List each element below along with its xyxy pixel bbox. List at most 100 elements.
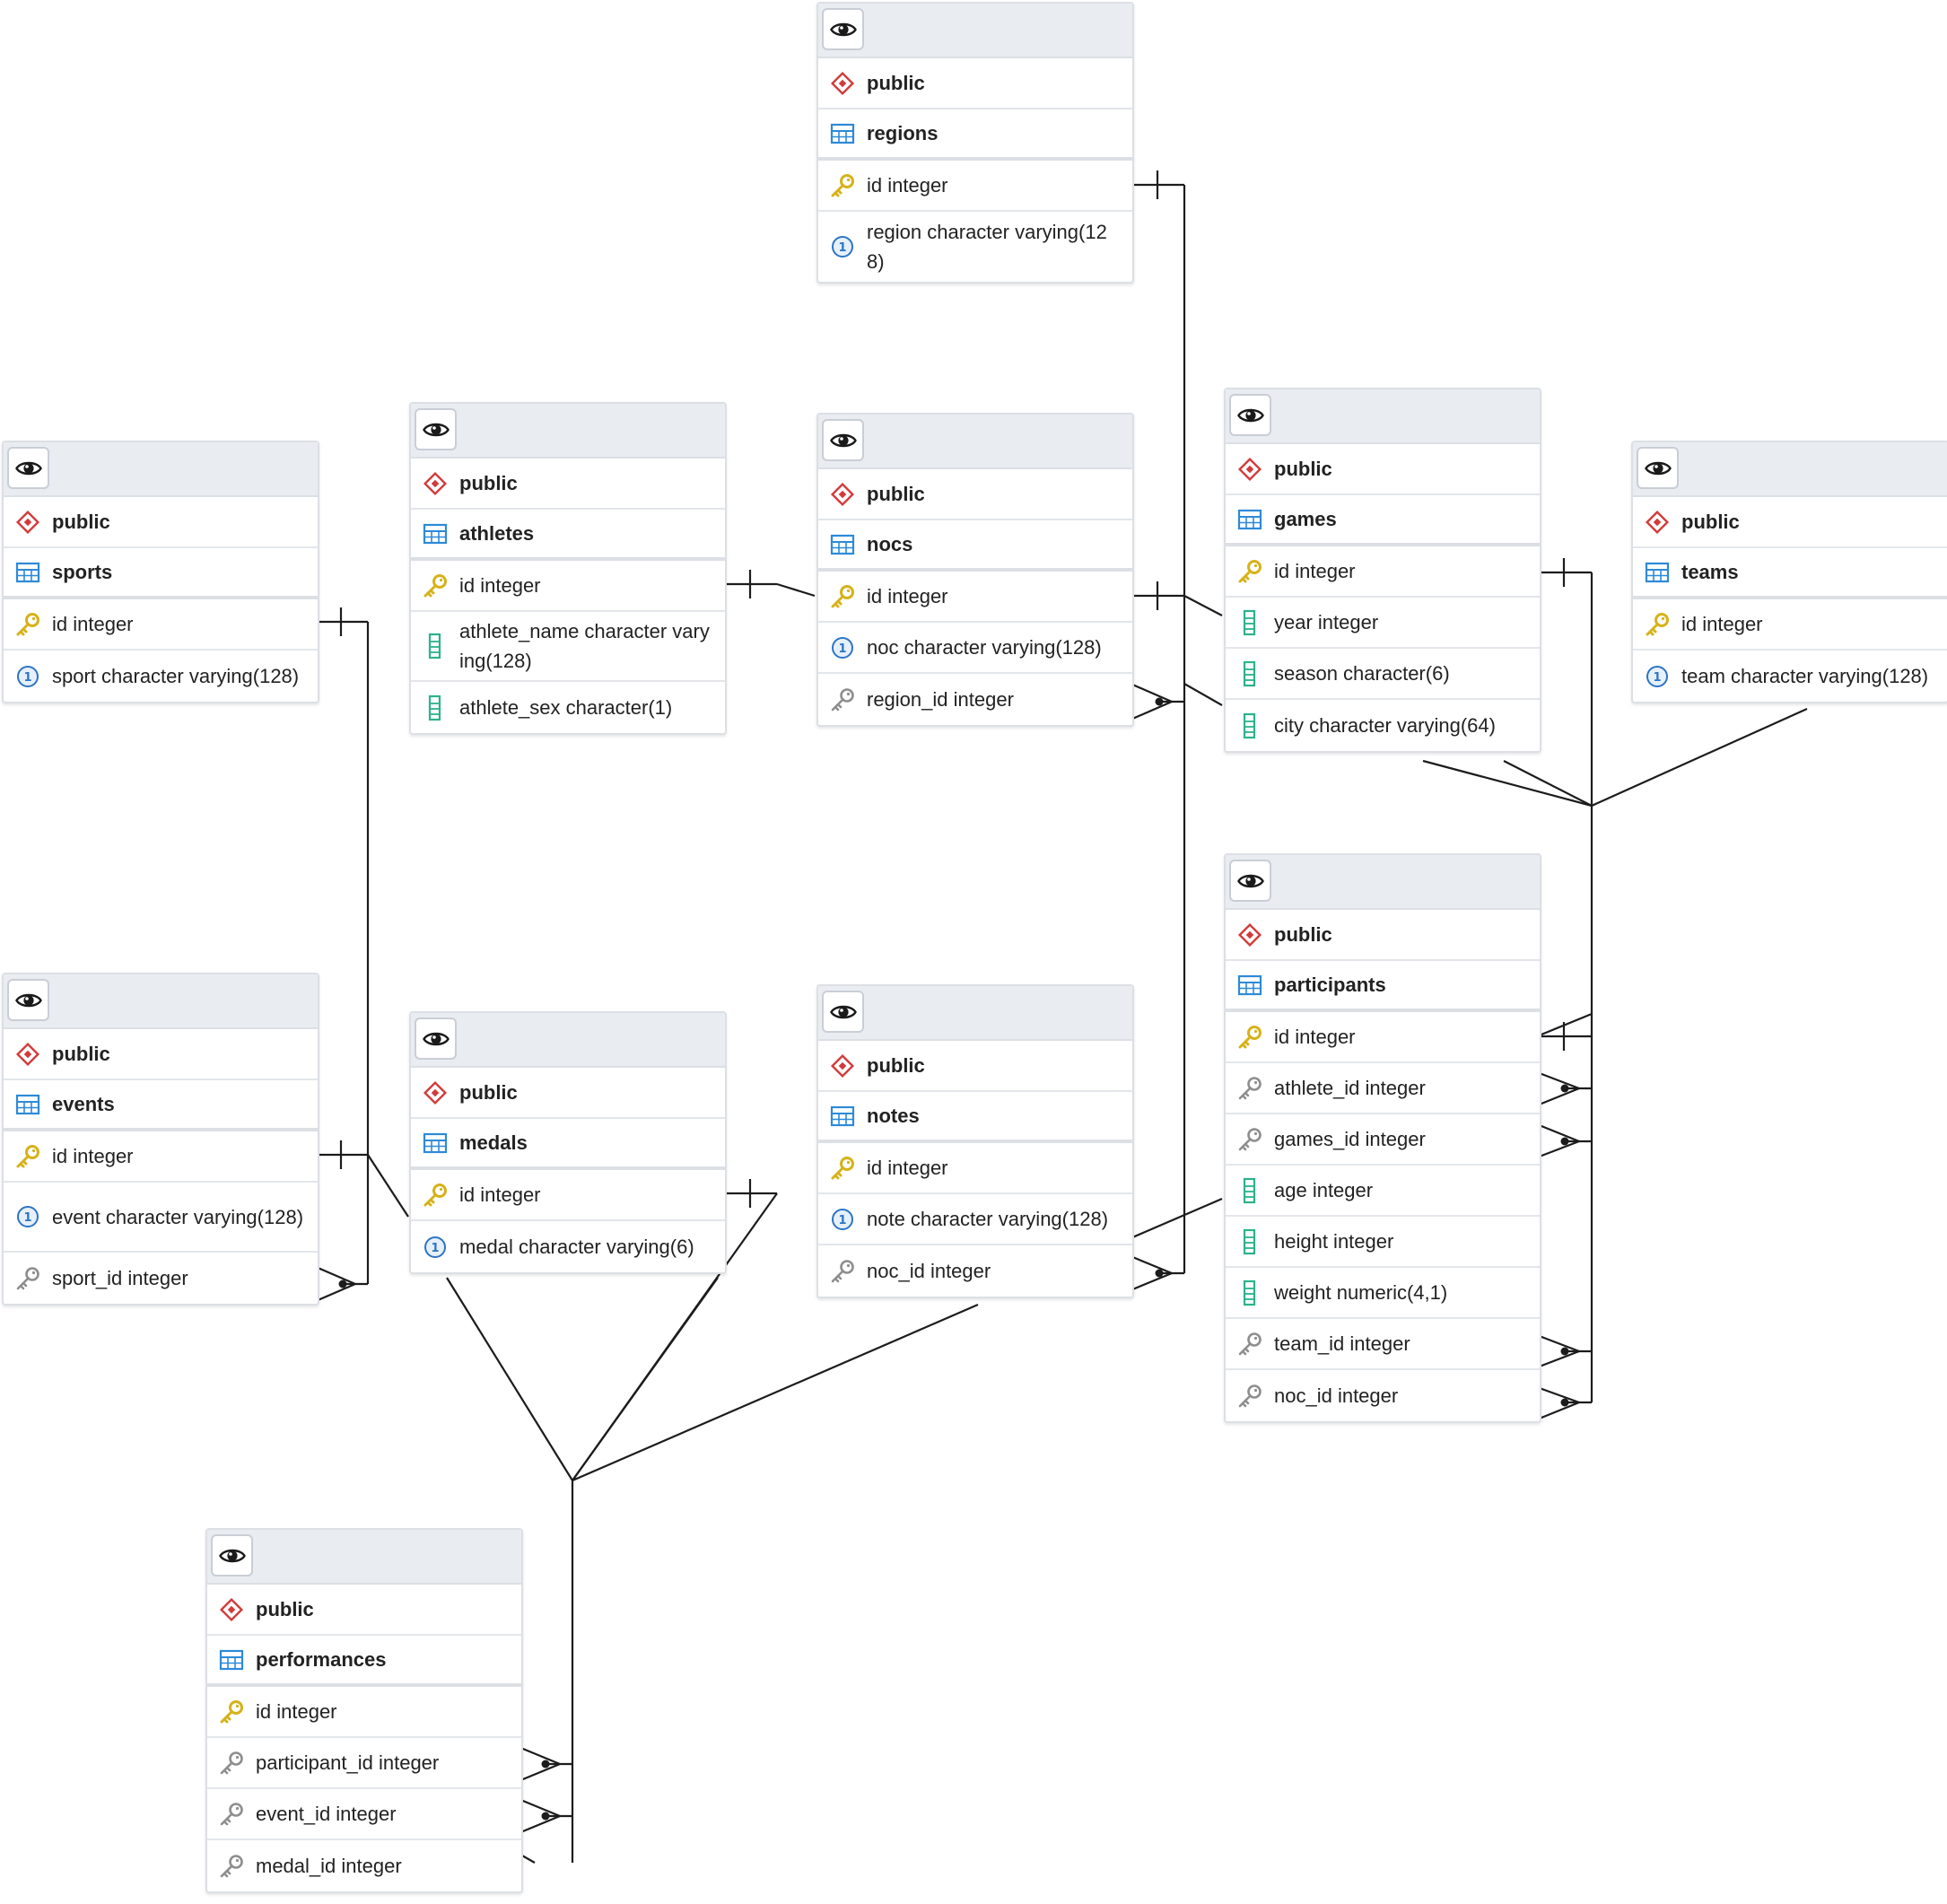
eye-icon bbox=[829, 1002, 857, 1022]
svg-text:1: 1 bbox=[838, 241, 846, 255]
primary-key-icon bbox=[829, 583, 856, 610]
column-row: sport_id integer bbox=[4, 1253, 318, 1304]
schema-name: public bbox=[459, 471, 518, 494]
primary-key-icon bbox=[14, 1143, 41, 1170]
column-label: year integer bbox=[1274, 610, 1379, 633]
eye-icon bbox=[14, 459, 42, 478]
table-name: medals bbox=[459, 1131, 528, 1154]
table-name-row: regions bbox=[818, 109, 1132, 161]
table-header bbox=[411, 1013, 725, 1068]
column-row: height integer bbox=[1226, 1217, 1540, 1268]
schema-row: public bbox=[207, 1585, 521, 1636]
column-label: team character varying(128) bbox=[1681, 664, 1929, 687]
schema-icon bbox=[829, 70, 856, 97]
table-node-teams[interactable]: public teams id integer 1 team character var… bbox=[1631, 441, 1947, 703]
view-data-button[interactable] bbox=[822, 8, 864, 50]
column-label: noc_id integer bbox=[867, 1259, 991, 1282]
svg-text:1: 1 bbox=[838, 642, 846, 656]
view-data-button[interactable] bbox=[7, 979, 49, 1021]
view-data-button[interactable] bbox=[415, 408, 457, 450]
table-header bbox=[207, 1530, 521, 1585]
table-name: teams bbox=[1681, 560, 1739, 583]
column-row: id integer bbox=[818, 1143, 1132, 1194]
view-data-button[interactable] bbox=[1637, 447, 1679, 489]
edge-participants-noc bbox=[1130, 595, 1223, 1240]
schema-name: public bbox=[256, 1597, 314, 1620]
schema-name: public bbox=[1274, 922, 1332, 946]
primary-key-icon bbox=[829, 1155, 856, 1182]
table-header bbox=[1226, 855, 1540, 910]
table-name-row: participants bbox=[1226, 961, 1540, 1012]
table-name-row: athletes bbox=[411, 510, 725, 561]
schema-row: public bbox=[1226, 444, 1540, 495]
view-data-button[interactable] bbox=[1229, 394, 1271, 436]
column-icon bbox=[1236, 1177, 1263, 1204]
table-name: participants bbox=[1274, 973, 1386, 996]
table-header bbox=[818, 415, 1132, 469]
table-icon bbox=[218, 1646, 245, 1673]
column-label: region character varying(128) bbox=[867, 221, 1107, 273]
view-data-button[interactable] bbox=[822, 991, 864, 1033]
column-row: city character varying(64) bbox=[1226, 700, 1540, 751]
view-data-button[interactable] bbox=[822, 419, 864, 461]
column-label: games_id integer bbox=[1274, 1127, 1426, 1150]
column-icon bbox=[1236, 1228, 1263, 1255]
table-name: athletes bbox=[459, 521, 535, 545]
unique-constraint-icon: 1 bbox=[829, 1206, 856, 1233]
edge-participants-fanin bbox=[1422, 558, 1808, 1421]
column-label: age integer bbox=[1274, 1178, 1374, 1201]
schema-row: public bbox=[1226, 910, 1540, 961]
table-icon bbox=[829, 120, 856, 147]
column-label: id integer bbox=[1274, 559, 1356, 582]
column-icon bbox=[1236, 1280, 1263, 1306]
eye-icon bbox=[829, 20, 857, 39]
view-data-button[interactable] bbox=[7, 447, 49, 489]
column-row: id integer bbox=[4, 1131, 318, 1183]
table-name-row: sports bbox=[4, 548, 318, 599]
schema-row: public bbox=[411, 1068, 725, 1119]
view-data-button[interactable] bbox=[211, 1534, 253, 1576]
foreign-key-icon bbox=[829, 1258, 856, 1285]
unique-constraint-icon: 1 bbox=[14, 663, 41, 690]
unique-constraint-icon: 1 bbox=[829, 233, 856, 260]
unique-constraint-icon: 1 bbox=[1644, 663, 1671, 690]
column-row: id integer bbox=[411, 1170, 725, 1221]
schema-name: public bbox=[867, 71, 925, 94]
view-data-button[interactable] bbox=[1229, 860, 1271, 902]
column-label: athlete_name character varying(128) bbox=[459, 620, 710, 672]
column-row: id integer bbox=[1226, 546, 1540, 598]
column-row: id integer bbox=[1633, 599, 1947, 651]
table-name: regions bbox=[867, 121, 939, 144]
column-label: medal character varying(6) bbox=[459, 1235, 694, 1258]
schema-name: public bbox=[459, 1080, 518, 1104]
column-row: season character(6) bbox=[1226, 649, 1540, 700]
unique-constraint-icon: 1 bbox=[422, 1234, 449, 1261]
foreign-key-icon bbox=[829, 686, 856, 713]
column-row: id integer bbox=[4, 599, 318, 651]
schema-icon bbox=[422, 470, 449, 497]
primary-key-icon bbox=[14, 611, 41, 638]
schema-row: public bbox=[411, 459, 725, 510]
column-label: medal_id integer bbox=[256, 1854, 402, 1877]
view-data-button[interactable] bbox=[415, 1018, 457, 1060]
schema-row: public bbox=[4, 497, 318, 548]
schema-name: public bbox=[1681, 510, 1740, 533]
unique-constraint-icon: 1 bbox=[829, 634, 856, 661]
table-node-medals[interactable]: public medals id integer 1 medal character v… bbox=[409, 1011, 727, 1274]
column-label: noc_id integer bbox=[1274, 1384, 1399, 1407]
eye-icon bbox=[1236, 871, 1264, 891]
column-row: noc_id integer bbox=[1226, 1370, 1540, 1421]
